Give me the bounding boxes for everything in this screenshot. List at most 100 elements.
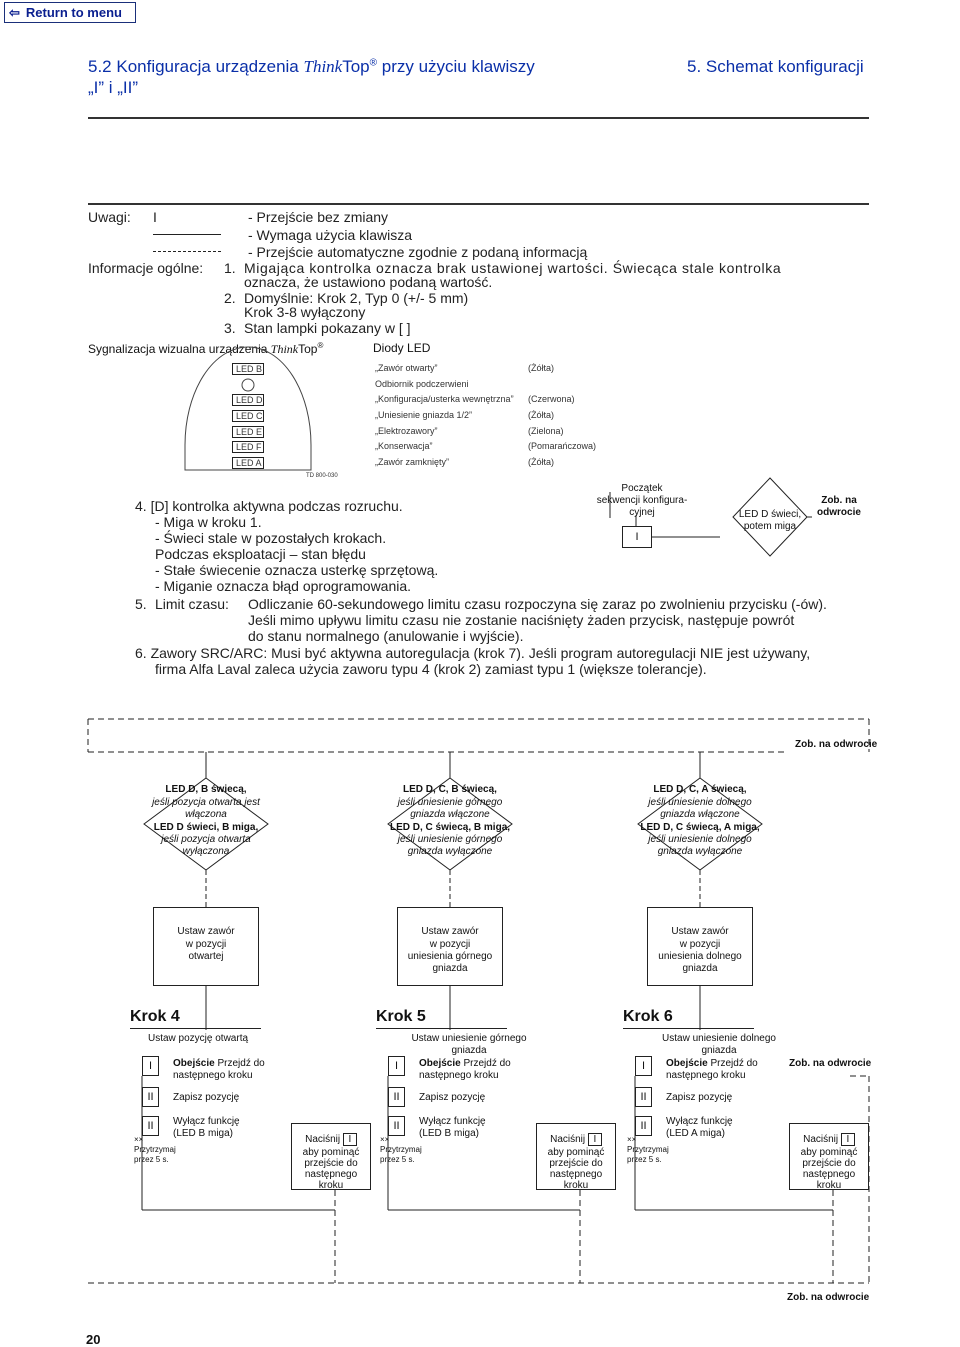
bypass-label: Obejście Przejdź do bbox=[666, 1058, 758, 1069]
led-description: „Elektrozawory” bbox=[375, 426, 438, 436]
item2-line2: Krok 3-8 wyłączony bbox=[244, 304, 366, 320]
step-instruction: Ustaw uniesienie górnego bbox=[411, 1033, 527, 1044]
title-part-1: 5.2 Konfiguracja urządzenia bbox=[88, 57, 304, 76]
press-key-i-button[interactable]: I bbox=[587, 1133, 602, 1146]
key-ii-save-button[interactable]: II bbox=[635, 1087, 652, 1107]
step-frame bbox=[635, 1030, 803, 1076]
hold-icon: ×× bbox=[380, 1135, 390, 1144]
zob-step: Zob. na odwrocie bbox=[789, 1058, 872, 1069]
note6-b: firma Alfa Laval zaleca użycia zaworu ty… bbox=[155, 661, 707, 677]
diamond-text-6: gniazda wyłączone bbox=[657, 846, 743, 857]
uwagi-label: Uwagi: bbox=[88, 209, 131, 225]
press-key-i-button[interactable]: I bbox=[840, 1133, 855, 1146]
skip-label-5: kroku bbox=[816, 1180, 842, 1191]
led-color: (Pomarańczowa) bbox=[528, 441, 597, 451]
led-description: „Zawór otwarty” bbox=[375, 363, 438, 373]
page-number: 20 bbox=[86, 1332, 101, 1347]
hold-label: Przytrzymaj bbox=[134, 1145, 176, 1154]
brand-top: Top bbox=[342, 57, 370, 76]
note5-label: Limit czasu: bbox=[155, 596, 229, 612]
led-d-note-2: potem miga bbox=[743, 521, 797, 532]
diamond-text-5: jeśli pozycja otwarta bbox=[161, 834, 251, 845]
legend-dashed-line bbox=[153, 251, 221, 252]
note4-c: - Świeci stale w pozostałych krokach. bbox=[155, 530, 387, 546]
disable-label: Wyłącz funkcję bbox=[173, 1116, 240, 1127]
note6-a: 6. Zawory SRC/ARC: Musi być aktywna auto… bbox=[135, 645, 811, 661]
bypass-rest: Przejdź do bbox=[707, 1058, 758, 1069]
bypass-label-2: następnego kroku bbox=[173, 1070, 253, 1081]
key-ii-save-button[interactable]: II bbox=[142, 1087, 159, 1107]
set-valve-1: Ustaw zawór bbox=[177, 926, 235, 937]
legend-3: - Przejście automatyczne zgodnie z podan… bbox=[248, 244, 588, 260]
step-underline bbox=[623, 1028, 754, 1029]
set-valve-1: Ustaw zawór bbox=[421, 926, 479, 937]
diody-led-caption: Diody LED bbox=[373, 341, 431, 355]
diamond-text-2: jeśli uniesienie górnego bbox=[397, 797, 503, 808]
legend-solid-line bbox=[153, 234, 221, 235]
skip-label-5: kroku bbox=[318, 1180, 344, 1191]
start-key-i-button[interactable]: I bbox=[622, 526, 652, 548]
legend-key-i: I bbox=[153, 209, 157, 225]
press-word: Naciśnij bbox=[803, 1134, 839, 1145]
hold-icon: ×× bbox=[627, 1135, 637, 1144]
key-ii-disable-button[interactable]: II bbox=[142, 1116, 159, 1136]
key-ii-disable-button[interactable]: II bbox=[635, 1116, 652, 1136]
bypass-word: Obejście bbox=[666, 1058, 708, 1069]
press-word: Naciśnij bbox=[305, 1134, 341, 1145]
page-title: 5.2 Konfiguracja urządzenia ThinkTop® pr… bbox=[88, 57, 535, 77]
led-label: LED B bbox=[232, 363, 264, 375]
hold-label: Przytrzymaj bbox=[627, 1145, 669, 1154]
key-i-button[interactable]: I bbox=[635, 1056, 652, 1076]
return-to-menu-button[interactable]: ⇦ Return to menu bbox=[4, 2, 136, 23]
diamond-text-5: jeśli uniesienie dolnego bbox=[648, 834, 752, 845]
note4-f: - Miganie oznacza błąd oprogramowania. bbox=[155, 578, 412, 594]
return-label: Return to menu bbox=[25, 5, 122, 20]
press-key-i-button[interactable]: I bbox=[342, 1133, 357, 1146]
step-instruction: Ustaw pozycję otwartą bbox=[148, 1033, 249, 1044]
hold-label-2: przez 5 s. bbox=[627, 1155, 662, 1164]
item3-line1: Stan lampki pokazany w [ ] bbox=[244, 320, 411, 336]
diamond-text-1: LED D, C, A świecą, bbox=[653, 784, 747, 795]
note4-b: - Miga w kroku 1. bbox=[155, 514, 262, 530]
skip-label-1: Naciśnij I bbox=[789, 1133, 869, 1146]
step-frame bbox=[388, 1030, 550, 1076]
item2-num: 2. bbox=[224, 290, 236, 306]
diamond-text-4: LED D, C świecą, B miga, bbox=[390, 822, 511, 833]
diamond-text-3: gniazda włączone bbox=[410, 809, 490, 820]
start-label-2: sekwencji konfigura- bbox=[596, 495, 688, 506]
brand-think-2: Think bbox=[270, 342, 299, 356]
diamond-text-6: gniazda wyłączone bbox=[407, 846, 493, 857]
key-ii-disable-button[interactable]: II bbox=[388, 1116, 405, 1136]
info-label: Informacje ogólne: bbox=[88, 260, 204, 276]
led-description: „Zawór zamknięty” bbox=[375, 457, 450, 467]
diamond-text-3: gniazda włączone bbox=[660, 809, 740, 820]
hold-label: Przytrzymaj bbox=[380, 1145, 422, 1154]
key-i-button[interactable]: I bbox=[388, 1056, 405, 1076]
diamond-text-1: LED D, C, B świecą, bbox=[403, 784, 497, 795]
step-instruction-2: gniazda bbox=[701, 1045, 737, 1056]
save-label: Zapisz pozycję bbox=[419, 1092, 486, 1103]
led-label: LED C bbox=[232, 410, 264, 422]
led-color: (Żółta) bbox=[528, 363, 555, 373]
save-label: Zapisz pozycję bbox=[666, 1092, 733, 1103]
bypass-rest: Przejdź do bbox=[460, 1058, 511, 1069]
led-label: LED A bbox=[232, 457, 264, 469]
led-color: (Żółta) bbox=[528, 457, 555, 467]
key-i-button[interactable]: I bbox=[142, 1056, 159, 1076]
set-valve-4: gniazda bbox=[682, 963, 718, 974]
section-title: 5. Schemat konfiguracji bbox=[687, 57, 864, 76]
diamond-text-4: LED D świeci, B miga, bbox=[153, 822, 259, 833]
skip-label-4: następnego bbox=[304, 1169, 358, 1180]
key-ii-save-button[interactable]: II bbox=[388, 1087, 405, 1107]
diamond-text-5: jeśli uniesienie górnego bbox=[397, 834, 503, 845]
skip-label-1: Naciśnij I bbox=[291, 1133, 371, 1146]
legend-2: - Wymaga użycia klawisza bbox=[248, 227, 413, 243]
skip-label-3: przejście do bbox=[304, 1158, 358, 1169]
skip-label-5: kroku bbox=[563, 1180, 589, 1191]
set-valve-3: otwartej bbox=[188, 951, 224, 962]
diamond-text-2: jeśli uniesienie dolnego bbox=[648, 797, 752, 808]
set-valve-3: uniesienia górnego bbox=[407, 951, 493, 962]
item2-line1: Domyślnie: Krok 2, Typ 0 (+/- 5 mm) bbox=[244, 290, 469, 306]
sygnalizacja-text: Sygnalizacja wizualna urządzenia bbox=[88, 342, 271, 356]
